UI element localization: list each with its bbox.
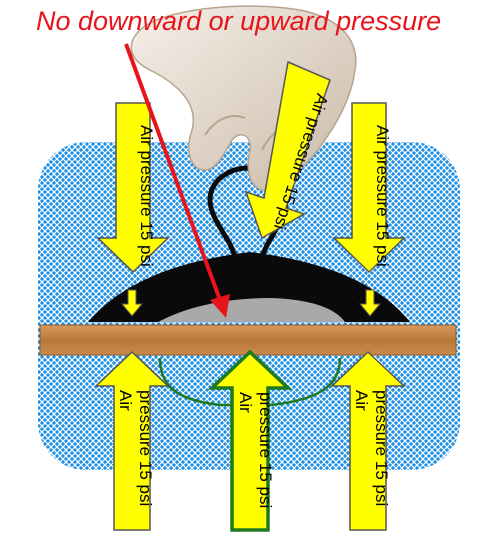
arrow-top-right: Air pressure 15 psi (332, 102, 406, 274)
suction-cup (88, 252, 410, 322)
arrow-top-right-label: Air pressure 15 psi (373, 125, 392, 267)
pressure-outline (158, 357, 342, 407)
arrow-bottom-right-label-2: pressure 15 psi (372, 390, 391, 506)
arrow-bottom-right-label-1: Air (352, 390, 371, 411)
arrow-bottom-right: Air pressure 15 psi (330, 350, 406, 531)
arrow-bottom-left-label-1: Air (116, 390, 135, 411)
small-arrow-left (120, 289, 144, 317)
wooden-board (39, 324, 457, 356)
arrow-top-left: Air pressure 15 psi (96, 102, 170, 274)
arrow-bottom-middle-label-2: pressure 15 psi (256, 392, 275, 508)
arrow-bottom-middle-label-1: Air (236, 392, 255, 413)
arrow-top-left-label: Air pressure 15 psi (137, 125, 156, 267)
small-arrow-right (358, 289, 382, 317)
diagram-title: No downward or upward pressure (36, 6, 442, 36)
arrow-bottom-left: Air pressure 15 psi (94, 350, 170, 531)
trapped-air (158, 298, 345, 322)
pointer-arrow (124, 43, 230, 318)
arrow-bottom-middle: Air pressure 15 psi (207, 349, 293, 532)
arrow-bottom-left-label-2: pressure 15 psi (136, 390, 155, 506)
